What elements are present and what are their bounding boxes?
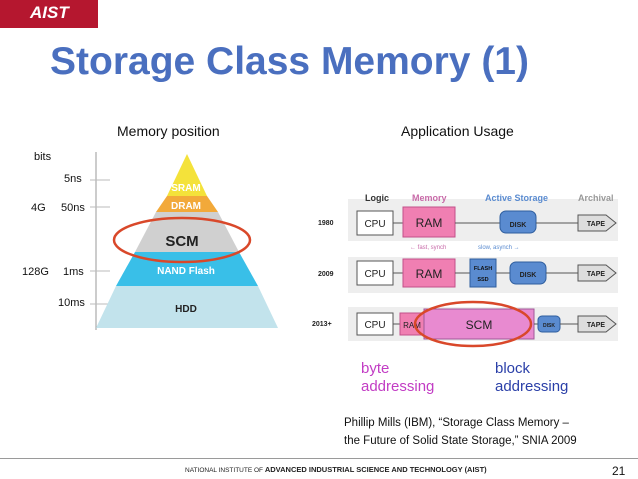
byte-label: byte bbox=[361, 360, 390, 377]
col-active-storage: Active Storage bbox=[485, 193, 548, 203]
scm-box bbox=[423, 308, 535, 340]
flash-label: FLASH bbox=[474, 266, 492, 272]
capacity-4g: 4G bbox=[31, 202, 46, 214]
page-number: 21 bbox=[612, 464, 626, 478]
cpu-box-1 bbox=[356, 210, 394, 236]
application-usage-diagram: Logic Memory Active Storage Archival 198… bbox=[312, 193, 618, 348]
citation: Phillip Mills (IBM), “Storage Class Memo… bbox=[344, 414, 577, 450]
application-usage-heading: Application Usage bbox=[401, 123, 514, 139]
capacity-128g: 128G bbox=[22, 266, 49, 278]
ram-label-2: RAM bbox=[416, 267, 443, 281]
latency-10ms: 10ms bbox=[58, 297, 85, 309]
col-logic: Logic bbox=[365, 193, 389, 203]
logo-bar bbox=[0, 0, 98, 28]
year-1980: 1980 bbox=[318, 220, 334, 227]
col-archival: Archival bbox=[578, 193, 614, 203]
dram-label: DRAM bbox=[171, 201, 201, 212]
disk-label-1: DISK bbox=[510, 222, 527, 229]
footer-prefix: NATIONAL INSTITUTE OF bbox=[185, 467, 264, 474]
memory-pyramid bbox=[90, 152, 278, 330]
byte-addressing-label: addressing bbox=[361, 378, 435, 395]
block-addressing-label: addressing bbox=[495, 378, 569, 395]
latency-5ns: 5ns bbox=[64, 173, 82, 185]
footer-institute-name: ADVANCED INDUSTRIAL SCIENCE AND TECHNOLO… bbox=[264, 465, 487, 474]
tape-tag-3 bbox=[577, 315, 617, 333]
disk-label-3: DISK bbox=[543, 323, 555, 329]
scm-highlight-ellipse bbox=[112, 216, 252, 264]
tape-tag-1 bbox=[577, 214, 617, 232]
nand-flash-label: NAND Flash bbox=[157, 266, 215, 277]
scm-label-right: SCM bbox=[466, 318, 493, 332]
hdd-label: HDD bbox=[175, 304, 197, 315]
dram-layer bbox=[156, 196, 218, 212]
slow-note: slow, asynch → bbox=[478, 245, 520, 251]
fast-note: ← fast, synch bbox=[410, 245, 446, 251]
latency-1ms: 1ms bbox=[63, 266, 84, 278]
scm-layer bbox=[135, 212, 239, 252]
year-2013: 2013+ bbox=[312, 321, 332, 328]
year-2009: 2009 bbox=[318, 271, 334, 278]
citation-line-2: the Future of Solid State Storage,” SNIA… bbox=[344, 435, 577, 447]
scm-usage-highlight-ellipse bbox=[413, 300, 533, 348]
ssd-label: SSD bbox=[477, 277, 488, 283]
cpu-label-2: CPU bbox=[364, 269, 385, 280]
ram-label-1: RAM bbox=[416, 216, 443, 230]
citation-line-1: Phillip Mills (IBM), “Storage Class Memo… bbox=[344, 417, 569, 429]
hdd-layer bbox=[96, 286, 278, 328]
ram-label-3: RAM bbox=[403, 321, 421, 330]
latency-50ns: 50ns bbox=[61, 202, 85, 214]
footer-institute: NATIONAL INSTITUTE OF ADVANCED INDUSTRIA… bbox=[185, 465, 487, 474]
memory-position-heading: Memory position bbox=[117, 123, 220, 139]
tape-label-2: TAPE bbox=[587, 271, 605, 278]
cpu-label-1: CPU bbox=[364, 219, 385, 230]
disk-cylinder-1 bbox=[499, 210, 537, 234]
sram-layer bbox=[167, 154, 207, 196]
scm-label: SCM bbox=[165, 233, 199, 250]
tape-label-1: TAPE bbox=[587, 221, 605, 228]
tape-tag-2 bbox=[577, 264, 617, 282]
ram-box-1 bbox=[402, 206, 456, 238]
sram-label: SRAM bbox=[171, 183, 201, 194]
block-label: block bbox=[495, 360, 531, 377]
slide-title: Storage Class Memory (1) bbox=[50, 40, 529, 83]
footer-divider bbox=[0, 458, 638, 459]
aist-logo: AIST bbox=[30, 3, 69, 22]
tape-label-3: TAPE bbox=[587, 322, 605, 329]
bits-label: bits bbox=[34, 151, 52, 163]
col-memory: Memory bbox=[412, 193, 447, 203]
disk-label-2: DISK bbox=[520, 272, 537, 279]
cpu-label-3: CPU bbox=[364, 320, 385, 331]
